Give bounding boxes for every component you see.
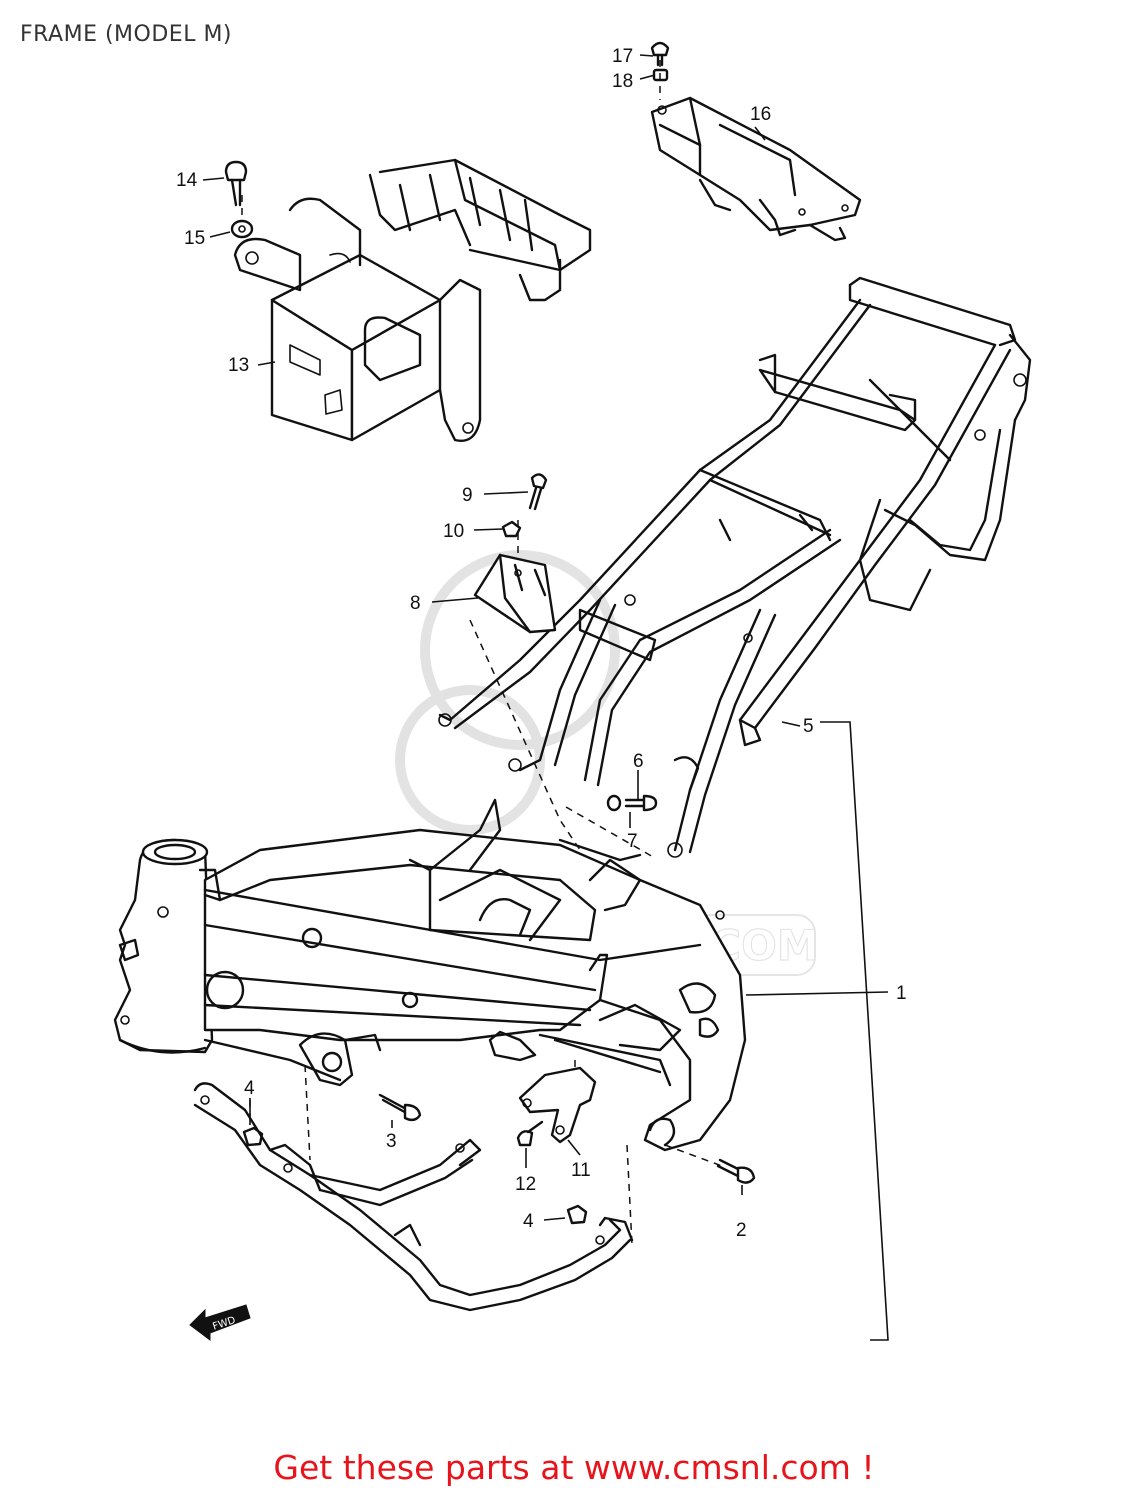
bolt-3 [378, 1093, 422, 1122]
part-label-12: 12 [515, 1174, 536, 1195]
washer-7 [606, 794, 622, 812]
frame-parts-diagram: WWW.CMSNL.COM [113, 41, 1032, 1341]
part-label-18: 18 [612, 71, 633, 92]
part-label-4-upper: 4 [244, 1078, 255, 1099]
part-label-9: 9 [462, 485, 473, 506]
nut-10 [501, 520, 522, 538]
engine-cradle [193, 1082, 634, 1312]
part-label-3: 3 [386, 1131, 397, 1152]
seat-rail-5 [438, 276, 1032, 858]
bracket-8 [473, 553, 557, 634]
part-labels: 17 18 16 14 15 13 9 10 8 5 6 7 1 4 3 11 … [176, 46, 907, 1241]
footer-link-text[interactable]: Get these parts at www.cmsnl.com ! [273, 1448, 875, 1487]
nut-4-upper [242, 1126, 264, 1147]
part-label-5: 5 [803, 716, 814, 737]
part-label-10: 10 [443, 521, 464, 542]
part-label-2: 2 [736, 1220, 747, 1241]
diagram-title: FRAME (MODEL M) [20, 22, 233, 47]
screw-17 [650, 41, 670, 67]
bolt-9 [528, 473, 548, 511]
part-label-7: 7 [627, 831, 638, 852]
bolt-6 [624, 794, 658, 812]
part-label-8: 8 [410, 593, 421, 614]
screw-12 [516, 1120, 544, 1147]
part-label-6: 6 [633, 751, 644, 772]
part-label-17: 17 [612, 46, 633, 67]
leader-lines [202, 54, 889, 1341]
part-label-1: 1 [896, 983, 907, 1004]
bolt-2 [716, 1158, 756, 1184]
rear-bracket-16 [650, 96, 862, 242]
part-label-4-lower: 4 [523, 1211, 534, 1232]
assembly-lines [241, 60, 723, 1246]
part-label-11: 11 [571, 1160, 591, 1181]
battery-case [233, 158, 592, 442]
forward-arrow-icon: FWD [189, 1304, 251, 1341]
part-label-15: 15 [184, 228, 205, 249]
part-label-14: 14 [176, 170, 198, 191]
bracket-11 [518, 1066, 597, 1144]
nut-4-lower [566, 1204, 588, 1225]
washer-15 [230, 219, 254, 239]
part-label-13: 13 [228, 355, 249, 376]
main-frame-1 [113, 798, 747, 1152]
bolt-14 [224, 160, 248, 207]
part-label-16: 16 [750, 104, 771, 125]
